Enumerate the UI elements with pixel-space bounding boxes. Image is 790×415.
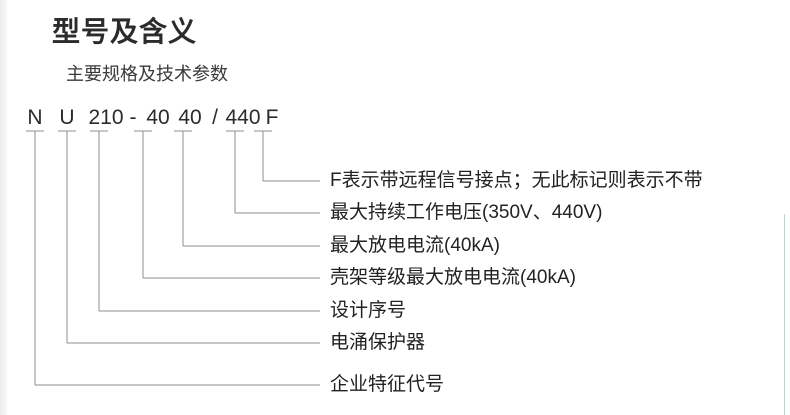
callout-label: 设计序号	[330, 300, 407, 321]
callout-label: 企业特征代号	[330, 374, 445, 395]
page-right-edge-accent	[784, 214, 785, 415]
callout-label: 最大放电电流(40kA)	[330, 235, 500, 256]
model-code-segment: 210	[88, 106, 124, 129]
model-code-segment: 40	[178, 106, 202, 129]
callout-label: F表示带远程信号接点；无此标记则表示不带	[330, 170, 703, 191]
model-code-segment: F	[265, 106, 279, 129]
model-code-segment: 40	[146, 106, 170, 129]
model-code-segment: 440	[225, 106, 261, 129]
page-subtitle: 主要规格及技术参数	[66, 64, 228, 84]
page-left-edge	[0, 0, 8, 415]
model-code-segment: -	[129, 106, 137, 129]
model-code-segment: /	[212, 106, 218, 129]
callout-label: 电涌保护器	[330, 332, 426, 353]
callout-label: 最大持续工作电压(350V、440V)	[330, 202, 603, 223]
callout-label: 壳架等级最大放电电流(40kA)	[330, 267, 576, 288]
model-code-segment: U	[59, 106, 75, 129]
page-title: 型号及含义	[52, 16, 198, 47]
model-code-segment: N	[27, 106, 43, 129]
